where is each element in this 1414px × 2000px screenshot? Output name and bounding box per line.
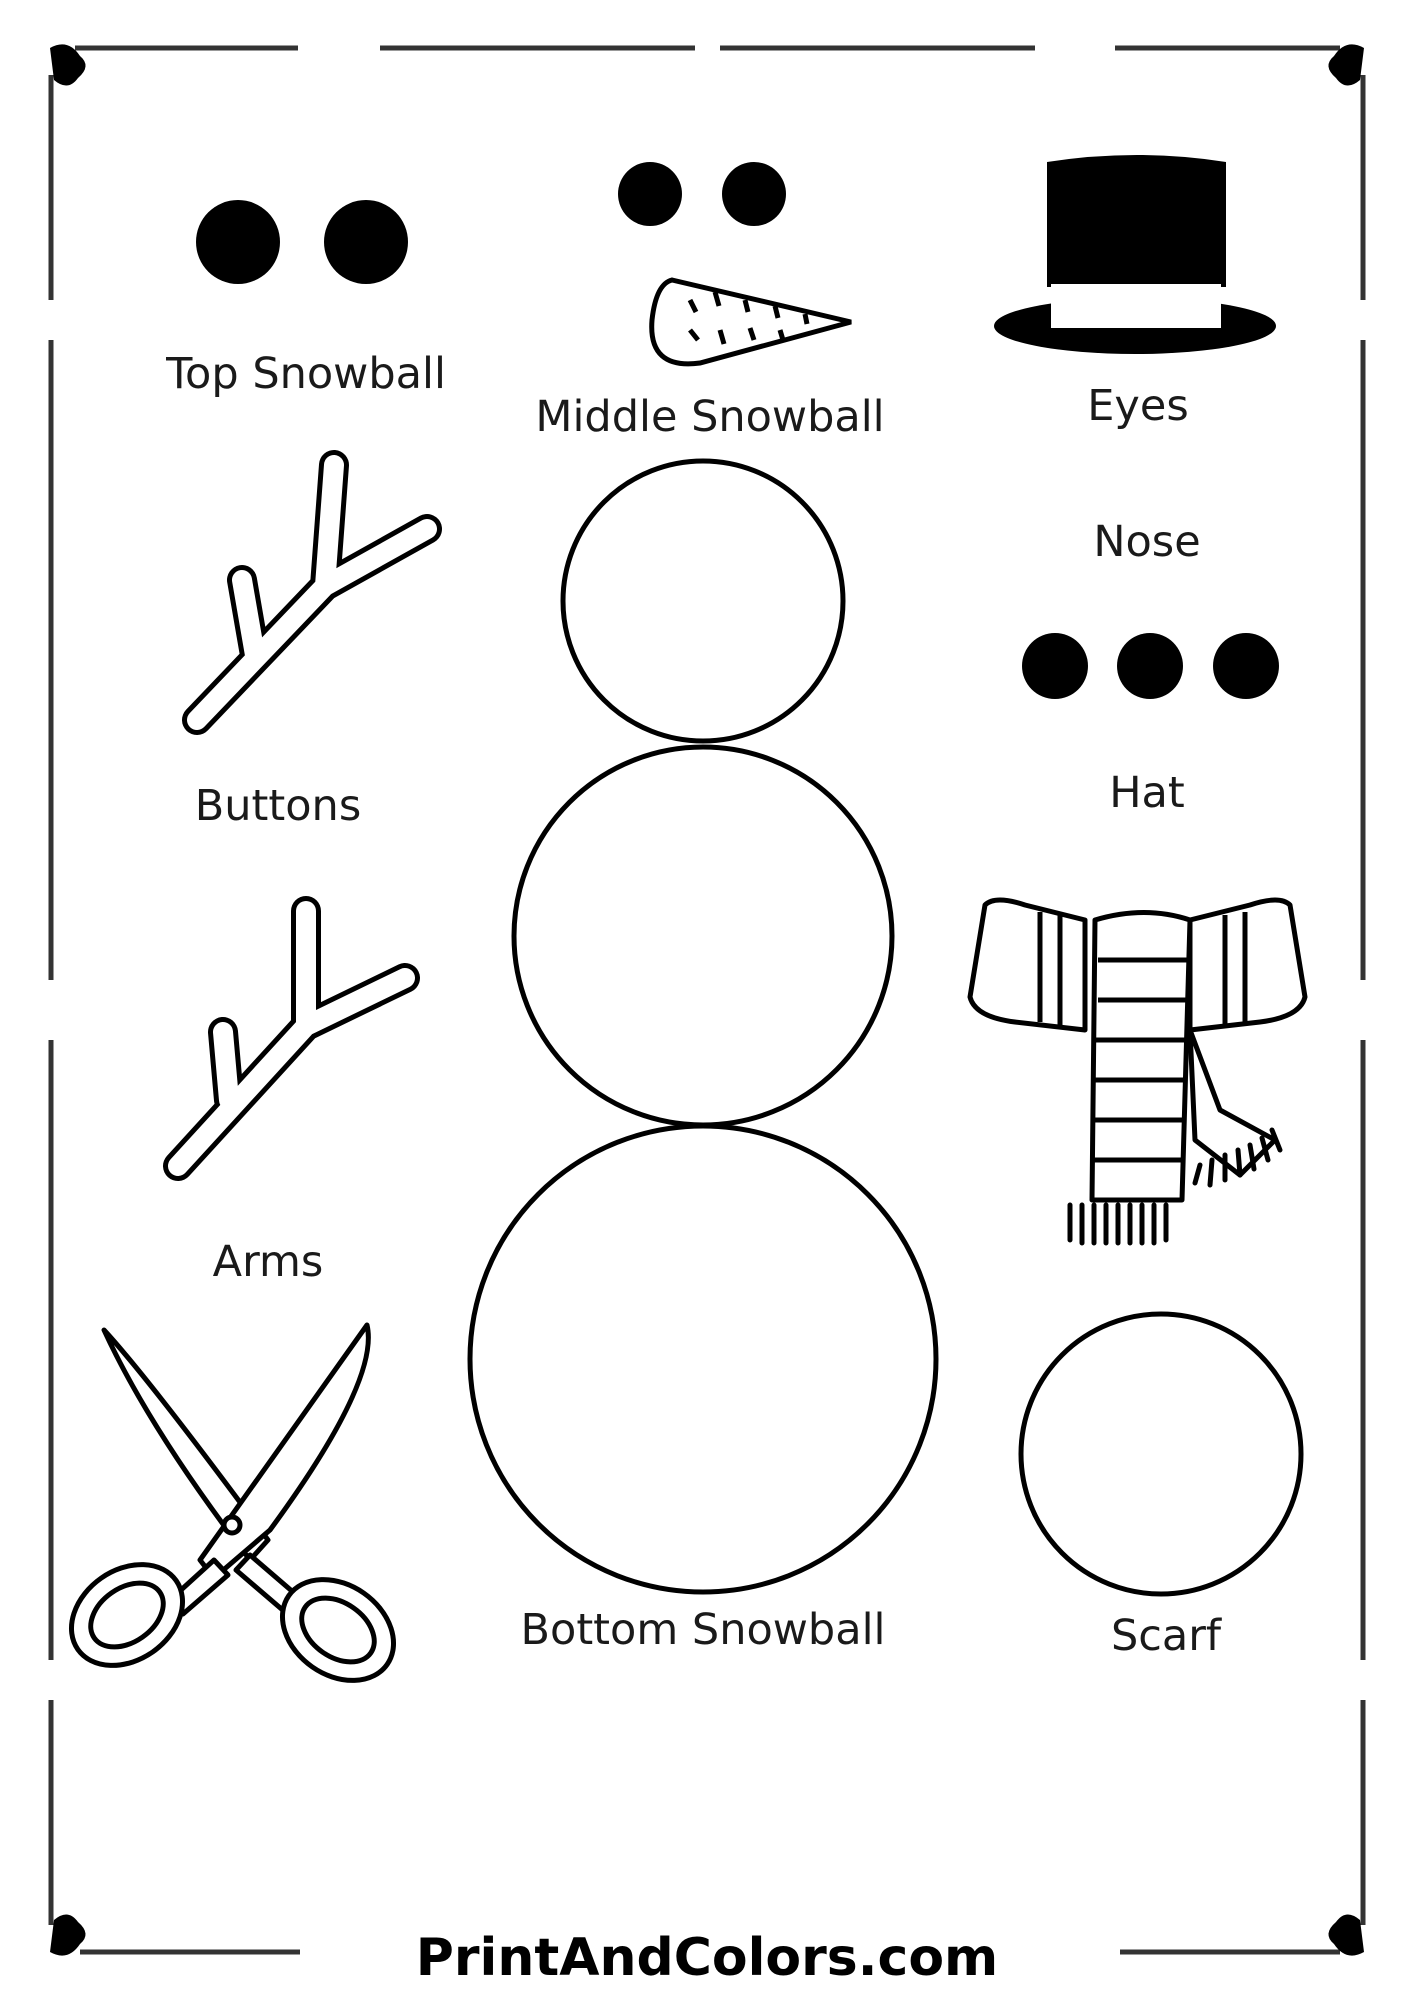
label-hat: Hat <box>1109 768 1185 818</box>
label-top-snowball: Top Snowball <box>165 349 446 399</box>
label-scarf: Scarf <box>1111 1611 1222 1661</box>
label-nose: Nose <box>1093 517 1200 567</box>
button-dots-icon <box>1022 633 1279 699</box>
bottom-snowball-circle <box>467 1123 939 1595</box>
top-snowball-circle <box>560 458 846 744</box>
corner-heart-flourish-icon <box>50 44 1364 1956</box>
stick-arm-icon <box>163 896 420 1181</box>
stick-arm-icon <box>182 450 442 735</box>
coal-dots-icon <box>618 162 786 226</box>
page-border <box>48 45 1366 1955</box>
label-buttons: Buttons <box>195 781 361 831</box>
top-hat-icon <box>994 155 1276 354</box>
head-circle <box>1018 1311 1304 1597</box>
label-eyes: Eyes <box>1087 381 1188 431</box>
scarf-icon <box>967 897 1308 1246</box>
snowball-circles <box>467 458 1304 1597</box>
label-arms: Arms <box>213 1237 324 1287</box>
label-bottom-snowball: Bottom Snowball <box>521 1605 886 1655</box>
footer-site-name: PrintAndColors.com <box>416 1928 998 1988</box>
scissors-icon <box>68 1322 397 1683</box>
eye-dots-icon <box>196 200 408 284</box>
label-middle-snowball: Middle Snowball <box>535 392 884 442</box>
carrot-nose-icon <box>649 277 852 367</box>
middle-snowball-circle <box>511 744 895 1128</box>
